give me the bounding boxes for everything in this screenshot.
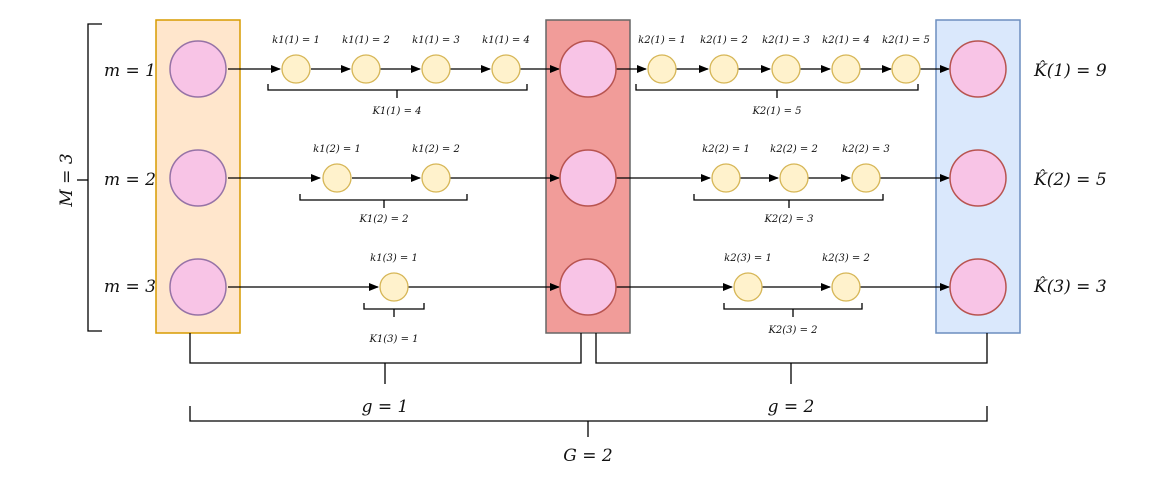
row-label-2: m = 2 <box>104 170 156 190</box>
m-bracket <box>87 23 102 332</box>
total-label: K2(3) = 2 <box>767 325 817 336</box>
step-node <box>421 54 451 84</box>
step-node <box>491 54 521 84</box>
node-g0-m2 <box>169 149 227 207</box>
step-label: k2(1) = 1 <box>638 35 686 46</box>
row-label-3: m = 3 <box>104 277 156 297</box>
node-g2-m2 <box>949 149 1007 207</box>
step-label: k1(1) = 4 <box>482 35 530 46</box>
step-node <box>779 163 809 193</box>
node-g0-m1 <box>169 40 227 98</box>
step-node <box>733 272 763 302</box>
step-node <box>771 54 801 84</box>
group-label-2: g = 2 <box>768 397 815 417</box>
step-label: k2(1) = 2 <box>700 35 748 46</box>
step-bracket <box>299 194 468 201</box>
total-label: K1(1) = 4 <box>371 106 421 117</box>
group-bracket-2 <box>595 333 988 364</box>
step-label: k2(2) = 2 <box>770 144 818 155</box>
total-label: K1(2) = 2 <box>358 214 408 225</box>
step-label: k2(3) = 1 <box>724 253 772 264</box>
step-node <box>831 272 861 302</box>
row-label-1: m = 1 <box>104 61 156 81</box>
node-g1-m2 <box>559 149 617 207</box>
step-label: k1(2) = 2 <box>412 144 460 155</box>
node-g1-m3 <box>559 258 617 316</box>
step-bracket <box>267 84 528 91</box>
step-node <box>647 54 677 84</box>
step-node <box>281 54 311 84</box>
step-node <box>351 54 381 84</box>
step-node <box>711 163 741 193</box>
step-node <box>379 272 409 302</box>
node-g0-m3 <box>169 258 227 316</box>
khat-label-3: K̂(3) = 3 <box>1033 277 1107 297</box>
total-label: K2(1) = 5 <box>751 106 801 117</box>
step-label: k1(1) = 1 <box>272 35 320 46</box>
step-bracket <box>635 84 919 91</box>
step-node <box>421 163 451 193</box>
step-node <box>831 54 861 84</box>
total-m-label: M = 3 <box>57 153 77 207</box>
step-label: k1(3) = 1 <box>370 253 418 264</box>
step-node <box>709 54 739 84</box>
step-node <box>851 163 881 193</box>
step-label: k1(1) = 3 <box>412 35 460 46</box>
step-bracket <box>363 303 425 310</box>
khat-label-1: K̂(1) = 9 <box>1033 61 1107 81</box>
total-g-bracket <box>189 406 988 422</box>
total-label: K1(3) = 1 <box>368 334 418 345</box>
total-g-label: G = 2 <box>563 446 612 466</box>
step-label: k2(1) = 5 <box>882 35 930 46</box>
group-label-1: g = 1 <box>362 397 409 417</box>
node-g2-m3 <box>949 258 1007 316</box>
node-g2-m1 <box>949 40 1007 98</box>
total-label: K2(2) = 3 <box>763 214 813 225</box>
step-node <box>322 163 352 193</box>
step-node <box>891 54 921 84</box>
node-g1-m1 <box>559 40 617 98</box>
step-label: k2(1) = 3 <box>762 35 810 46</box>
step-label: k1(2) = 1 <box>313 144 361 155</box>
step-label: k2(1) = 4 <box>822 35 870 46</box>
step-bracket <box>723 303 863 310</box>
step-label: k2(2) = 1 <box>702 144 750 155</box>
step-label: k2(3) = 2 <box>822 253 870 264</box>
step-label: k2(2) = 3 <box>842 144 890 155</box>
khat-label-2: K̂(2) = 5 <box>1033 170 1107 190</box>
step-bracket <box>693 194 884 201</box>
step-label: k1(1) = 2 <box>342 35 390 46</box>
